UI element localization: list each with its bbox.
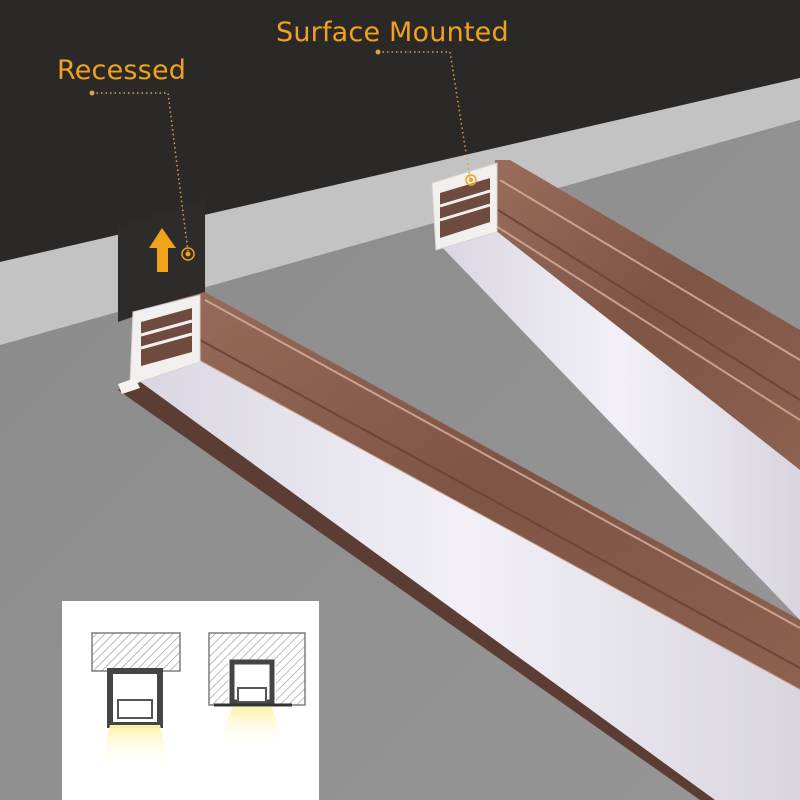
surface-end-cap-inner — [440, 178, 490, 238]
recessed-mount-section — [208, 632, 306, 748]
ceiling-dark — [0, 0, 800, 262]
recessed-end-cap-rib-1 — [140, 319, 193, 337]
recessed-end-cap-rib-2 — [140, 332, 193, 350]
installation-diagram-inset — [62, 601, 319, 800]
recessed-leader — [89, 90, 189, 253]
surface-mount-section — [91, 632, 181, 768]
recessed-profile-groove-1 — [204, 299, 800, 629]
surface-profile-groove-3 — [495, 225, 800, 421]
surface-leader — [375, 49, 477, 186]
recessed-end-cap-inner — [141, 308, 192, 366]
surface-profile-side — [495, 160, 800, 470]
up-arrow-icon — [149, 228, 176, 272]
recessed-profile-groove-2 — [199, 339, 800, 669]
target-dot-icon — [181, 247, 195, 261]
surface-end-cap-rib-1 — [439, 189, 491, 208]
recessed-profile-side — [140, 292, 800, 700]
surface-diffuser — [440, 230, 800, 620]
recessed-label: Recessed — [57, 55, 187, 86]
surface-end-cap-rib-2 — [439, 203, 491, 222]
recessed-diffuser — [135, 360, 800, 800]
recessed-flange — [118, 378, 140, 394]
surface-profile-groove-1 — [499, 179, 800, 361]
surface-profile-groove-2 — [497, 209, 800, 401]
surface-mounted-label: Surface Mounted — [276, 17, 509, 48]
